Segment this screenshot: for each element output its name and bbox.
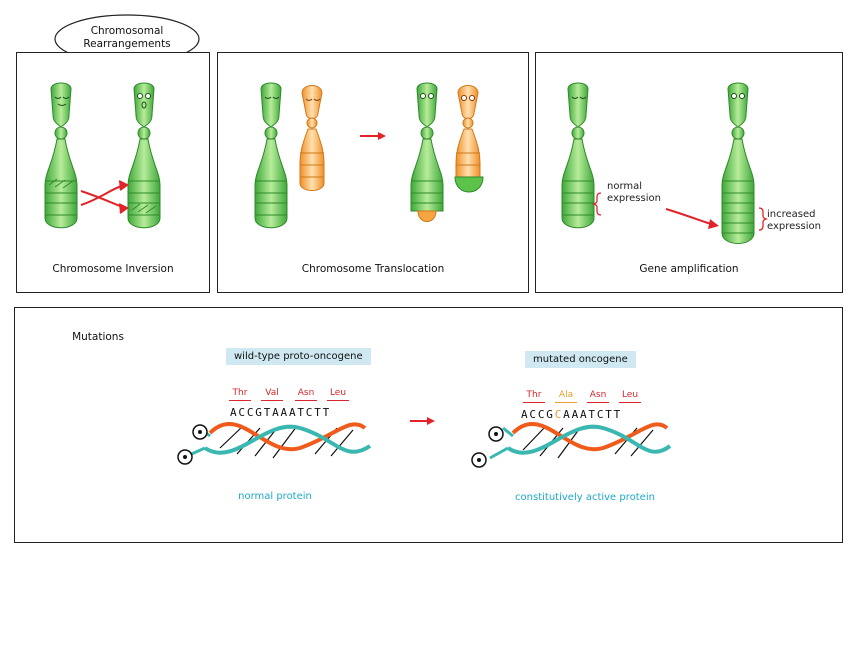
wild-type-title: wild-type proto-oncogene — [226, 348, 371, 365]
sequence-prefix: ACCG — [521, 408, 555, 421]
mutation-arrow — [410, 417, 435, 425]
chromosome-green-before — [254, 82, 288, 229]
sequence-suffix: AAATCTT — [563, 408, 623, 421]
normal-bracket — [591, 192, 602, 216]
chromosome-amplified — [721, 82, 755, 244]
codon-label: Leu — [327, 388, 349, 401]
chromosome-left — [44, 82, 78, 229]
amplification-caption: Gene amplification — [639, 263, 739, 275]
dna-wild-type — [177, 422, 372, 465]
mutations-panel: Mutations wild-type proto-oncogene Thr V… — [14, 307, 843, 543]
chromosome-orange-before — [299, 85, 325, 191]
codon-label: Thr — [229, 388, 251, 401]
point-mutation: C — [554, 408, 564, 421]
normal-protein-label: normal protein — [238, 491, 312, 502]
normal-expression-label: normal expression — [607, 181, 661, 204]
inversion-caption: Chromosome Inversion — [52, 263, 174, 275]
wild-type-sequence: ACCGTAAATCTT — [230, 406, 332, 419]
rearrangements-bubble-text: Chromosomal Rearrangements — [83, 25, 171, 50]
dna-mutated — [471, 422, 672, 468]
increased-expression-label: increased expression — [767, 209, 821, 232]
translocation-panel: Chromosome Translocation — [217, 52, 529, 293]
mutations-diagram — [177, 417, 672, 468]
codon-label: Val — [261, 388, 283, 401]
codon-label: Asn — [295, 388, 317, 401]
active-protein-label: constitutively active protein — [515, 492, 655, 503]
inversion-arrows — [80, 180, 129, 214]
chromosome-normal — [561, 82, 595, 229]
codon-label: Leu — [619, 390, 641, 403]
mutated-title: mutated oncogene — [525, 351, 636, 368]
chromosome-right — [127, 82, 161, 229]
mutations-bubble-text: Mutations — [72, 331, 124, 343]
chromosome-green-after — [410, 82, 444, 222]
amplification-diagram — [561, 82, 769, 244]
translocation-caption: Chromosome Translocation — [301, 263, 445, 275]
mutated-sequence: ACCGCAAATCTT — [521, 408, 622, 421]
mutated-codon-label: Ala — [555, 390, 577, 403]
chromosome-orange-after — [454, 85, 484, 193]
translocation-arrow — [360, 132, 386, 140]
codon-label: Thr — [523, 390, 545, 403]
inversion-diagram — [44, 82, 161, 229]
translocation-diagram — [254, 82, 484, 229]
increased-bracket — [758, 207, 769, 231]
amplification-panel: normal expression increased expression G… — [535, 52, 843, 293]
amplification-arrow — [665, 208, 719, 229]
inversion-panel: Chromosome Inversion — [16, 52, 210, 293]
codon-label: Asn — [587, 390, 609, 403]
